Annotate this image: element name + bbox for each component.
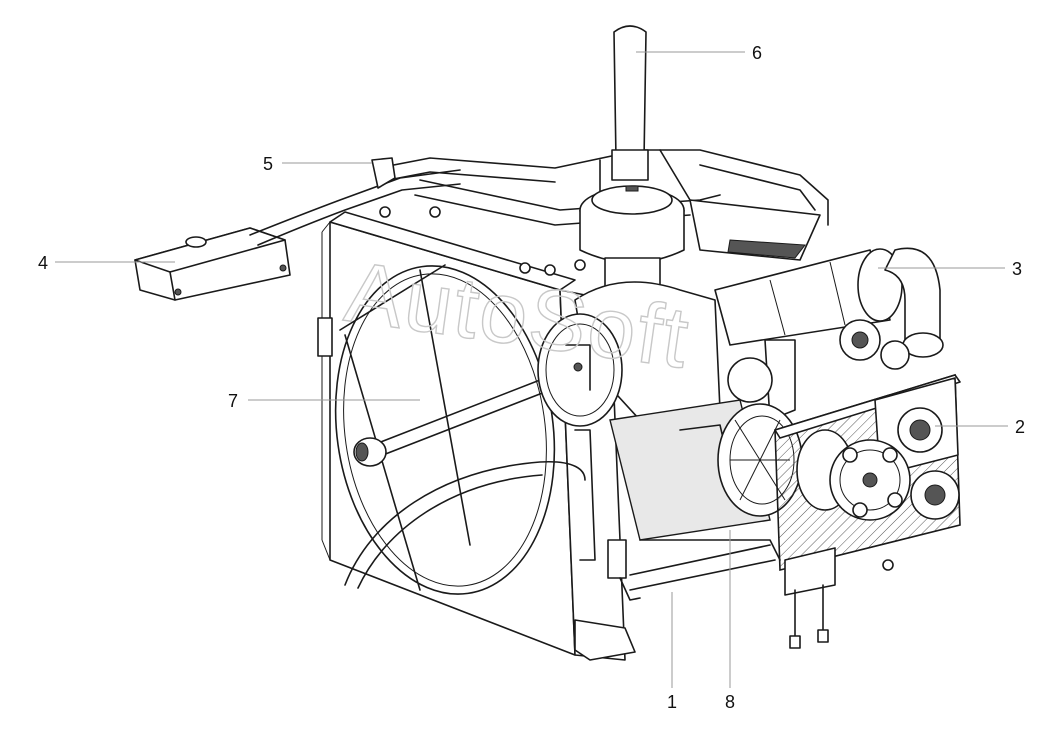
callout-5: 5	[263, 154, 273, 174]
leader-lines	[55, 51, 1008, 688]
transfer-gearbox	[774, 373, 961, 649]
callout-1: 1	[667, 692, 677, 712]
expansion-tank	[134, 227, 291, 301]
intake-pipe	[714, 247, 944, 421]
callout-labels: 6 5 4 3 7 2 1 8	[38, 43, 1025, 712]
callout-7: 7	[228, 391, 238, 411]
fan-shroud	[334, 264, 556, 595]
callout-2: 2	[1015, 417, 1025, 437]
callout-8: 8	[725, 692, 735, 712]
callout-4: 4	[38, 253, 48, 273]
callout-3: 3	[1012, 259, 1022, 279]
exhaust-pipe	[611, 25, 649, 181]
callout-6: 6	[752, 43, 762, 63]
tank-hose	[249, 157, 461, 246]
air-cleaner	[537, 185, 721, 427]
